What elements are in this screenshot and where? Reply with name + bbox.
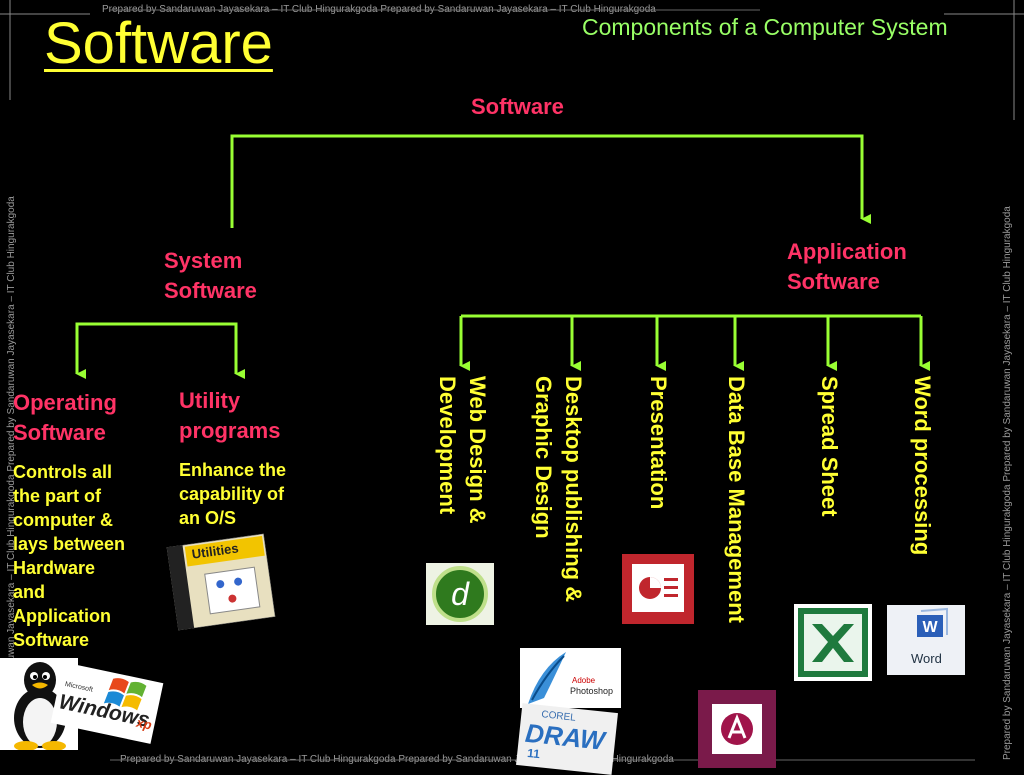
root-connector xyxy=(230,134,871,228)
utility-programs-node: Utility programs xyxy=(179,388,281,443)
category-desktop-publishing: Desktop publishing & Graphic Design xyxy=(531,376,586,603)
powerpoint-icon xyxy=(622,554,694,624)
utilities-box-icon: Utilities xyxy=(166,533,276,631)
operating-software-description: Controls all the part of computer & lays… xyxy=(13,462,126,650)
category-database-management: Data Base Management xyxy=(724,376,749,623)
dreamweaver-icon: d xyxy=(426,563,494,625)
coreldraw-icon: COREL DRAW 11 xyxy=(516,703,618,775)
svg-text:W: W xyxy=(922,619,938,636)
photoshop-icon: Adobe Photoshop xyxy=(520,648,621,708)
windows-xp-logo-icon: Microsoft Windows xp xyxy=(50,662,164,744)
slide-title: Software xyxy=(44,11,273,76)
linux-penguin-icon xyxy=(0,658,78,751)
utility-programs-description: Enhance the capability of an O/S xyxy=(179,460,287,528)
category-word-processing: Word processing xyxy=(910,376,935,556)
operating-software-node: Operating Software xyxy=(13,390,117,445)
slide-subtitle: Components of a Computer System xyxy=(582,14,948,40)
svg-text:d: d xyxy=(451,576,470,612)
root-node: Software xyxy=(471,94,564,119)
access-database-icon xyxy=(698,690,776,768)
excel-icon xyxy=(794,604,872,681)
system-connector xyxy=(75,322,238,372)
category-presentation: Presentation xyxy=(646,376,671,510)
word-icon: W Word xyxy=(887,605,965,675)
category-spread-sheet: Spread Sheet xyxy=(817,376,842,517)
system-software-node: System Software xyxy=(164,248,257,303)
category-web-design: Web Design & Development xyxy=(435,376,490,524)
application-software-node: Application Software xyxy=(787,239,907,294)
